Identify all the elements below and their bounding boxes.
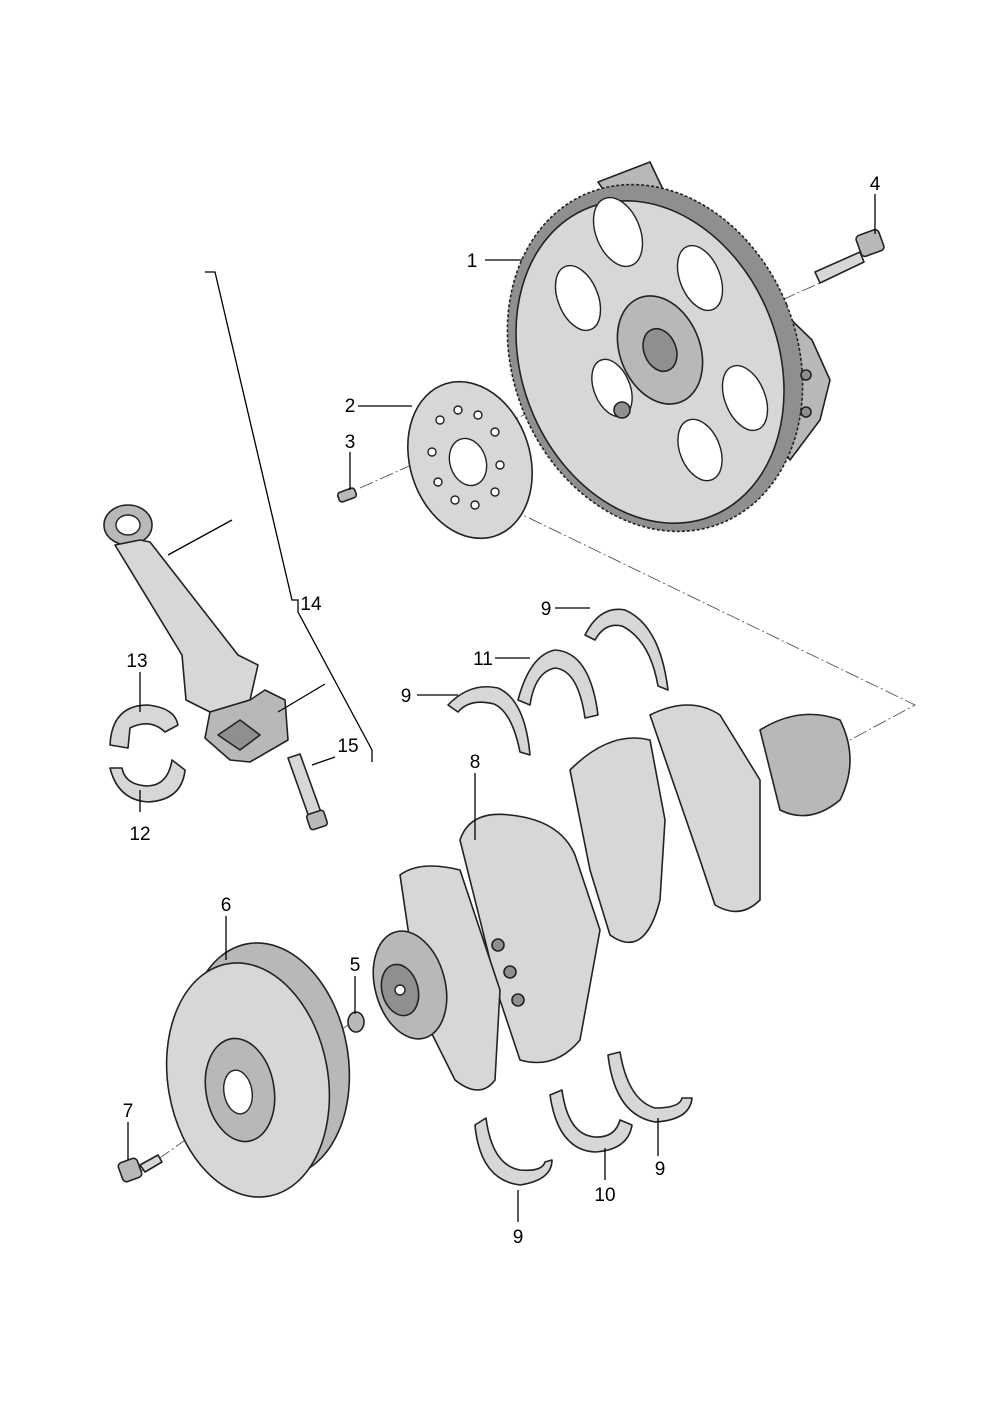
- callout-6: 6: [221, 895, 232, 916]
- callout-12: 12: [129, 824, 150, 845]
- leader-lines: [127, 194, 876, 1222]
- callout-9-upper-right: 9: [541, 599, 552, 620]
- upper-bearings: [447, 608, 669, 756]
- rod-bearing-shells: [109, 704, 186, 803]
- callout-9-lower-left: 9: [513, 1227, 524, 1248]
- callout-labels: 1 2 3 4 5 6 7 8 9 9 9 9 10 11 12 13 14 1…: [123, 174, 881, 1248]
- callout-14: 14: [300, 594, 322, 615]
- callout-11: 11: [473, 649, 493, 670]
- pilot-bush: [347, 1011, 365, 1033]
- callout-1: 1: [467, 251, 478, 272]
- callout-5: 5: [350, 955, 361, 976]
- callout-2: 2: [345, 396, 356, 417]
- dowel-pin: [336, 487, 358, 503]
- callout-4: 4: [870, 174, 881, 195]
- flywheel: [506, 161, 831, 533]
- callout-3: 3: [345, 432, 356, 453]
- flywheel-bolt: [814, 228, 885, 284]
- vibration-damper: [165, 942, 351, 1198]
- lower-bearings: [474, 1051, 693, 1186]
- callout-8: 8: [470, 752, 481, 773]
- rod-bolt: [287, 753, 329, 831]
- crankshaft: [372, 704, 851, 1091]
- adapter-plate: [407, 380, 533, 540]
- connecting-rod: [103, 504, 289, 763]
- callout-9-upper-left: 9: [401, 686, 412, 707]
- callout-13: 13: [126, 651, 147, 672]
- callout-7: 7: [123, 1101, 134, 1122]
- callout-15: 15: [337, 736, 358, 757]
- callout-10: 10: [594, 1185, 615, 1206]
- callout-9-lower-right: 9: [655, 1159, 666, 1180]
- damper-bolt: [117, 1154, 163, 1183]
